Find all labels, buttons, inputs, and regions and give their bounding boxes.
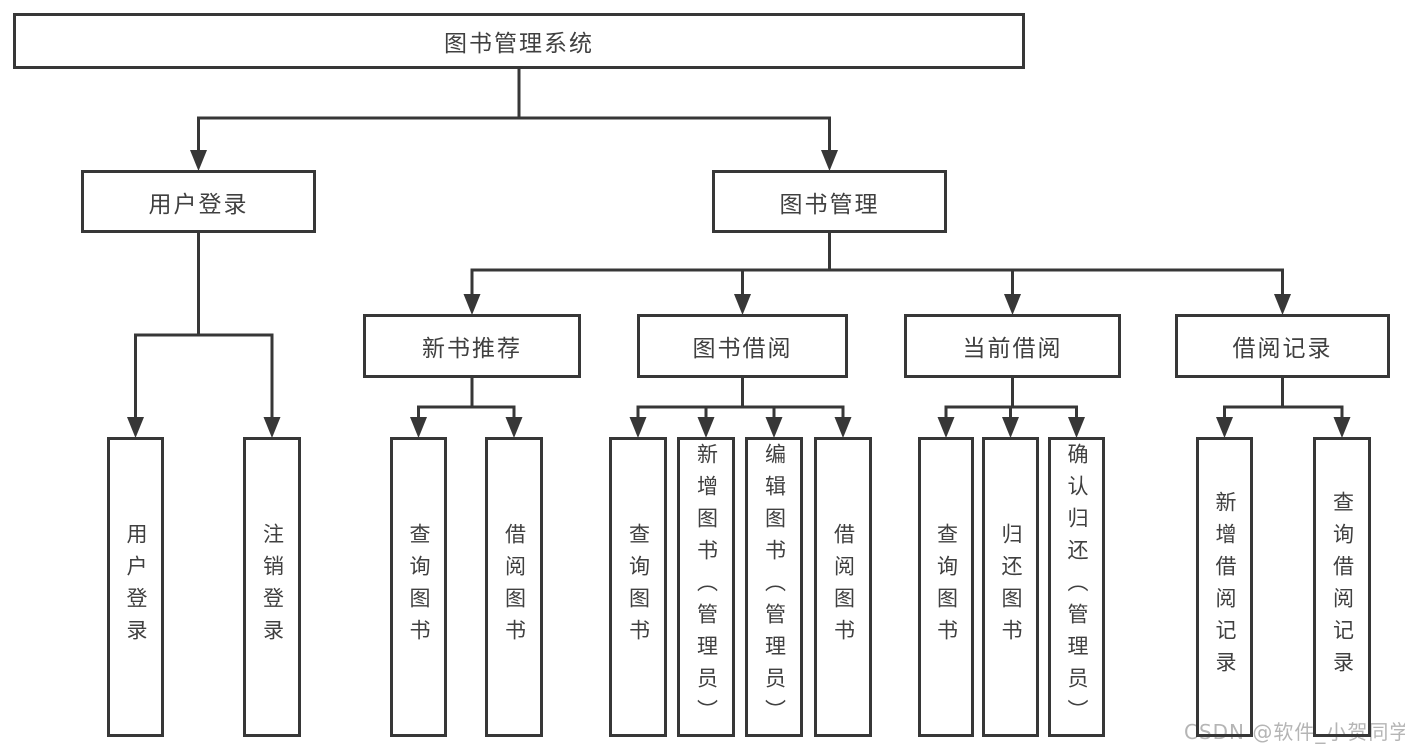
arrowhead-cb-return [1002, 417, 1019, 438]
node-br-query: 查询借阅记录 [1313, 437, 1371, 737]
arrowhead-rec-query [410, 417, 427, 438]
node-label-cb-query: 查询图书 [934, 523, 959, 651]
arrowhead-bb-add [697, 417, 715, 438]
node-label-login: 用户登录 [124, 523, 148, 651]
node-cb-confirm: 确认归还（管理员） [1048, 437, 1105, 737]
node-new-book-rec: 新书推荐 [363, 314, 581, 378]
arrowhead-new-book-rec [463, 294, 481, 315]
node-label-new-book-rec: 新书推荐 [422, 336, 522, 362]
node-bb-add: 新增图书（管理员） [677, 437, 735, 737]
node-bb-edit: 编辑图书（管理员） [745, 437, 803, 737]
node-cb-query: 查询图书 [918, 437, 974, 737]
node-root: 图书管理系统 [13, 13, 1025, 69]
arrowhead-cb-confirm [1068, 417, 1085, 438]
node-bb-borrow: 借阅图书 [814, 437, 872, 737]
node-borrow-records: 借阅记录 [1175, 314, 1390, 378]
node-label-br-add: 新增借阅记录 [1213, 491, 1237, 683]
arrowhead-user-login [190, 150, 207, 171]
arrowhead-bb-query [629, 417, 647, 438]
arrowhead-br-add [1216, 417, 1233, 438]
node-label-br-query: 查询借阅记录 [1330, 491, 1355, 683]
arrowhead-bb-edit [765, 417, 783, 438]
node-rec-borrow: 借阅图书 [485, 437, 543, 737]
node-label-bb-edit: 编辑图书（管理员） [762, 443, 787, 731]
arrowhead-logout [263, 417, 281, 438]
arrowhead-br-query [1333, 417, 1351, 438]
node-label-root: 图书管理系统 [444, 31, 594, 57]
node-label-rec-query: 查询图书 [407, 523, 431, 651]
node-label-cb-confirm: 确认归还（管理员） [1065, 443, 1089, 731]
node-logout: 注销登录 [243, 437, 301, 737]
node-rec-query: 查询图书 [390, 437, 447, 737]
node-label-bb-borrow: 借阅图书 [831, 523, 856, 651]
node-label-rec-borrow: 借阅图书 [502, 523, 527, 651]
node-label-book-borrow: 图书借阅 [692, 336, 793, 362]
arrowhead-cb-query [937, 417, 955, 438]
node-br-add: 新增借阅记录 [1196, 437, 1253, 737]
node-user-login: 用户登录 [81, 170, 316, 233]
node-book-borrow: 图书借阅 [637, 314, 848, 378]
node-label-current-borrow: 当前借阅 [962, 336, 1063, 362]
node-label-book-mgmt: 图书管理 [779, 191, 880, 218]
node-label-user-login: 用户登录 [148, 191, 249, 218]
node-label-bb-query: 查询图书 [626, 523, 651, 651]
node-book-mgmt: 图书管理 [712, 170, 947, 233]
node-current-borrow: 当前借阅 [904, 314, 1121, 378]
node-label-cb-return: 归还图书 [999, 523, 1023, 651]
arrowhead-book-borrow [734, 294, 751, 315]
node-label-logout: 注销登录 [260, 523, 285, 651]
node-label-bb-add: 新增图书（管理员） [694, 443, 719, 731]
arrowhead-rec-borrow [505, 417, 523, 438]
arrowhead-bb-borrow [834, 417, 852, 438]
node-login: 用户登录 [107, 437, 164, 737]
arrowhead-book-mgmt [821, 150, 838, 171]
node-bb-query: 查询图书 [609, 437, 667, 737]
arrowhead-current-borrow [1004, 294, 1021, 315]
node-cb-return: 归还图书 [982, 437, 1039, 737]
arrowhead-login [127, 417, 144, 438]
node-label-borrow-records: 借阅记录 [1232, 336, 1333, 362]
arrowhead-borrow-records [1274, 294, 1291, 315]
